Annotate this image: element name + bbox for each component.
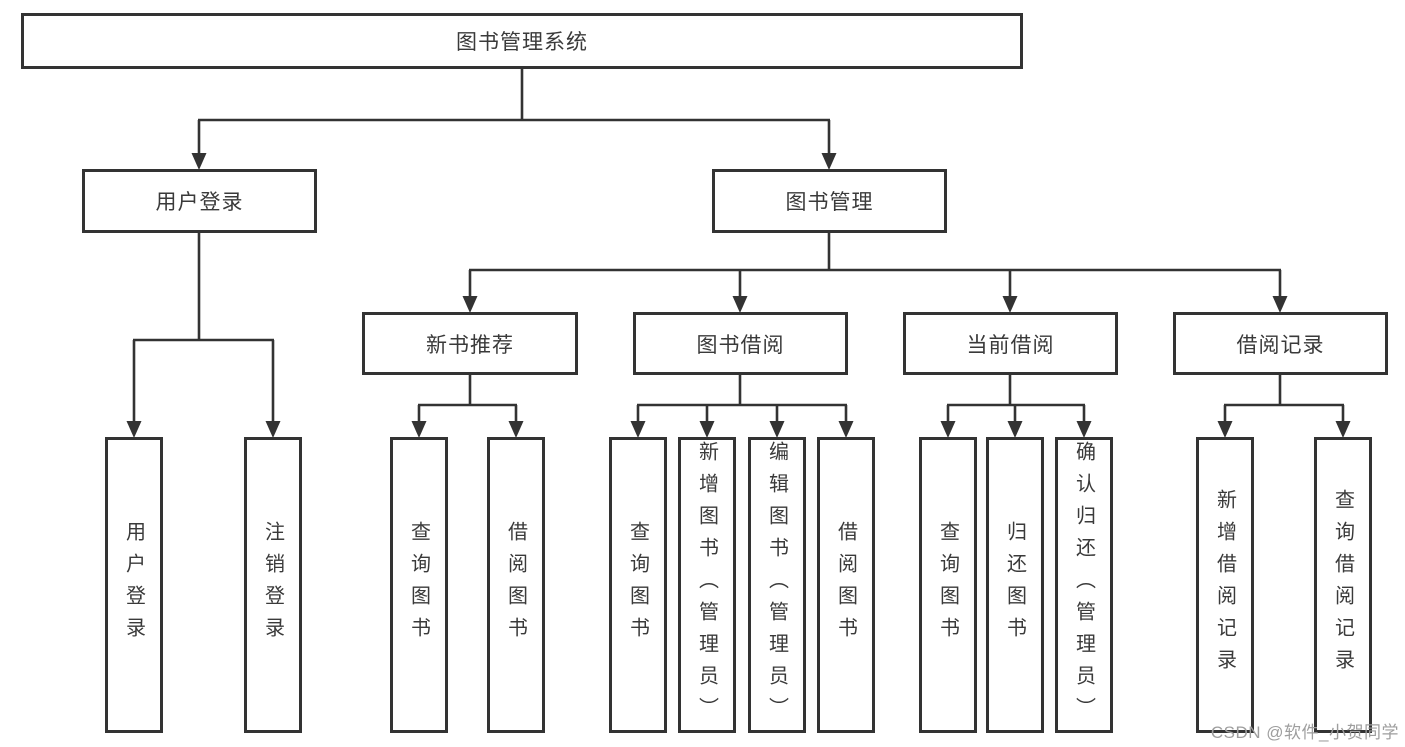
leaf-label: 确认归还（管理员） (1072, 441, 1095, 729)
leaf-borrowing-borrow-books: 借阅图书 (817, 437, 875, 733)
leaf-newbook-query-books: 查询图书 (390, 437, 448, 733)
leaf-label: 编辑图书（管理员） (765, 441, 788, 729)
leaf-current-return-books: 归还图书 (986, 437, 1044, 733)
node-borrowing-records: 借阅记录 (1173, 312, 1388, 375)
leaf-borrowing-edit-books-admin: 编辑图书（管理员） (748, 437, 806, 733)
node-current-borrowing: 当前借阅 (903, 312, 1118, 375)
watermark: CSDN @软件_小贺同学 (1210, 723, 1399, 742)
leaf-records-add-borrow-record: 新增借阅记录 (1196, 437, 1254, 733)
leaf-newbook-borrow-books: 借阅图书 (487, 437, 545, 733)
leaf-records-query-borrow-record: 查询借阅记录 (1314, 437, 1372, 733)
leaf-label: 用户登录 (122, 521, 145, 649)
node-library-management-system: 图书管理系统 (21, 13, 1023, 69)
leaf-label: 查询借阅记录 (1331, 489, 1354, 681)
leaf-current-confirm-return-admin: 确认归还（管理员） (1055, 437, 1113, 733)
leaf-label: 查询图书 (936, 521, 959, 649)
leaf-label: 新增图书（管理员） (695, 441, 718, 729)
leaf-label: 查询图书 (626, 521, 649, 649)
leaf-label: 借阅图书 (504, 521, 527, 649)
leaf-borrowing-add-books-admin: 新增图书（管理员） (678, 437, 736, 733)
leaf-logout-login: 注销登录 (244, 437, 302, 733)
node-new-book-recommend: 新书推荐 (362, 312, 578, 375)
leaf-label: 查询图书 (407, 521, 430, 649)
leaf-user-login: 用户登录 (105, 437, 163, 733)
leaf-label: 归还图书 (1003, 521, 1026, 649)
node-book-borrowing: 图书借阅 (633, 312, 848, 375)
node-book-management: 图书管理 (712, 169, 947, 233)
node-user-login: 用户登录 (82, 169, 317, 233)
leaf-borrowing-query-books: 查询图书 (609, 437, 667, 733)
leaf-label: 借阅图书 (834, 521, 857, 649)
leaf-label: 新增借阅记录 (1213, 489, 1236, 681)
leaf-current-query-books: 查询图书 (919, 437, 977, 733)
leaf-label: 注销登录 (261, 521, 284, 649)
